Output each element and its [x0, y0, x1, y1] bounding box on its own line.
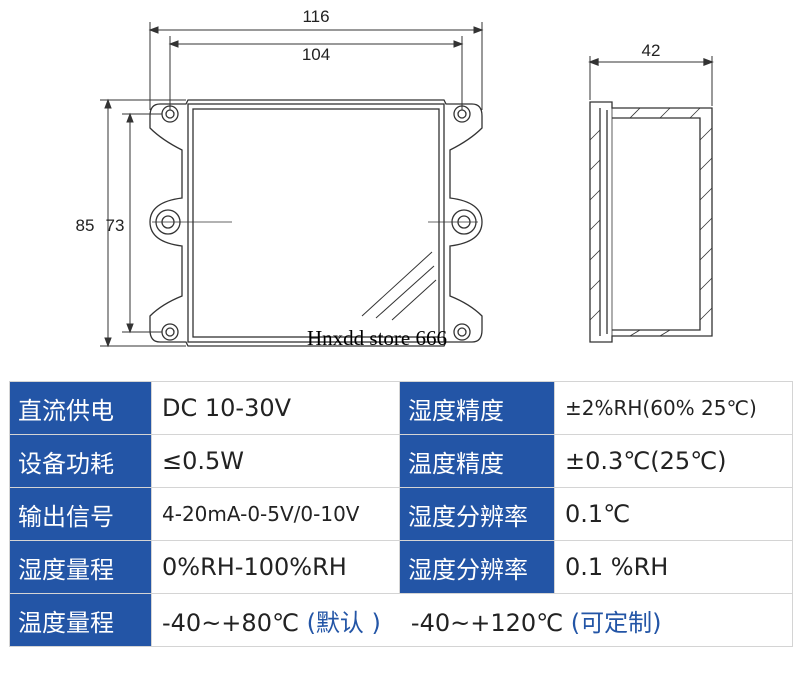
spec-table: 直流供电 DC 10-30V 湿度精度 ±2%RH(60% 25℃) 设备功耗 … — [9, 381, 793, 647]
spec-value: 0.1℃ — [554, 487, 793, 541]
side-view — [588, 56, 714, 343]
spec-row: 直流供电 DC 10-30V 湿度精度 ±2%RH(60% 25℃) — [9, 381, 793, 435]
dim-front-inner-height: 73 — [106, 216, 125, 235]
spec-value: ±2%RH(60% 25℃) — [554, 381, 793, 435]
spec-label: 输出信号 — [9, 487, 152, 541]
dim-side-depth: 42 — [642, 41, 661, 60]
temp-range-custom-note: (可定制) — [570, 608, 662, 637]
spec-label: 湿度分辨率 — [399, 540, 555, 594]
spec-value: DC 10-30V — [151, 381, 400, 435]
front-dimension-lines — [100, 22, 484, 348]
front-view — [149, 99, 483, 347]
spec-value: 0%RH-100%RH — [151, 540, 400, 594]
spec-label: 直流供电 — [9, 381, 152, 435]
spec-label: 湿度分辨率 — [399, 487, 555, 541]
spec-value: ±0.3℃(25℃) — [554, 434, 793, 488]
temp-range-default-note: (默认 ) — [306, 608, 381, 637]
spec-row: 设备功耗 ≤0.5W 温度精度 ±0.3℃(25℃) — [9, 434, 793, 488]
spec-label: 设备功耗 — [9, 434, 152, 488]
spec-label: 温度量程 — [9, 593, 152, 647]
spec-row: 湿度量程 0%RH-100%RH 湿度分辨率 0.1 %RH — [9, 540, 793, 594]
spec-label: 湿度精度 — [399, 381, 555, 435]
temp-range-custom: -40~+120℃ — [410, 608, 564, 637]
spec-value: 0.1 %RH — [554, 540, 793, 594]
spec-label: 温度精度 — [399, 434, 555, 488]
dim-front-outer-height: 85 — [76, 216, 95, 235]
temp-range-default: -40~+80℃ — [162, 608, 299, 637]
spec-row-temp-range: 温度量程 -40~+80℃ (默认 ) -40~+120℃ (可定制) — [9, 593, 793, 647]
dim-front-inner-width: 104 — [302, 45, 330, 64]
temp-range-values: -40~+80℃ (默认 ) -40~+120℃ (可定制) — [151, 593, 793, 647]
dim-front-outer-width: 116 — [302, 7, 329, 26]
spec-value: ≤0.5W — [151, 434, 400, 488]
spec-row: 输出信号 4-20mA-0-5V/0-10V 湿度分辨率 0.1℃ — [9, 487, 793, 541]
enclosure-drawing: 116 104 85 73 42 — [76, 7, 714, 348]
store-watermark: Hnxdd store 666 — [307, 326, 447, 350]
spec-label: 湿度量程 — [9, 540, 152, 594]
spec-value: 4-20mA-0-5V/0-10V — [151, 487, 400, 541]
